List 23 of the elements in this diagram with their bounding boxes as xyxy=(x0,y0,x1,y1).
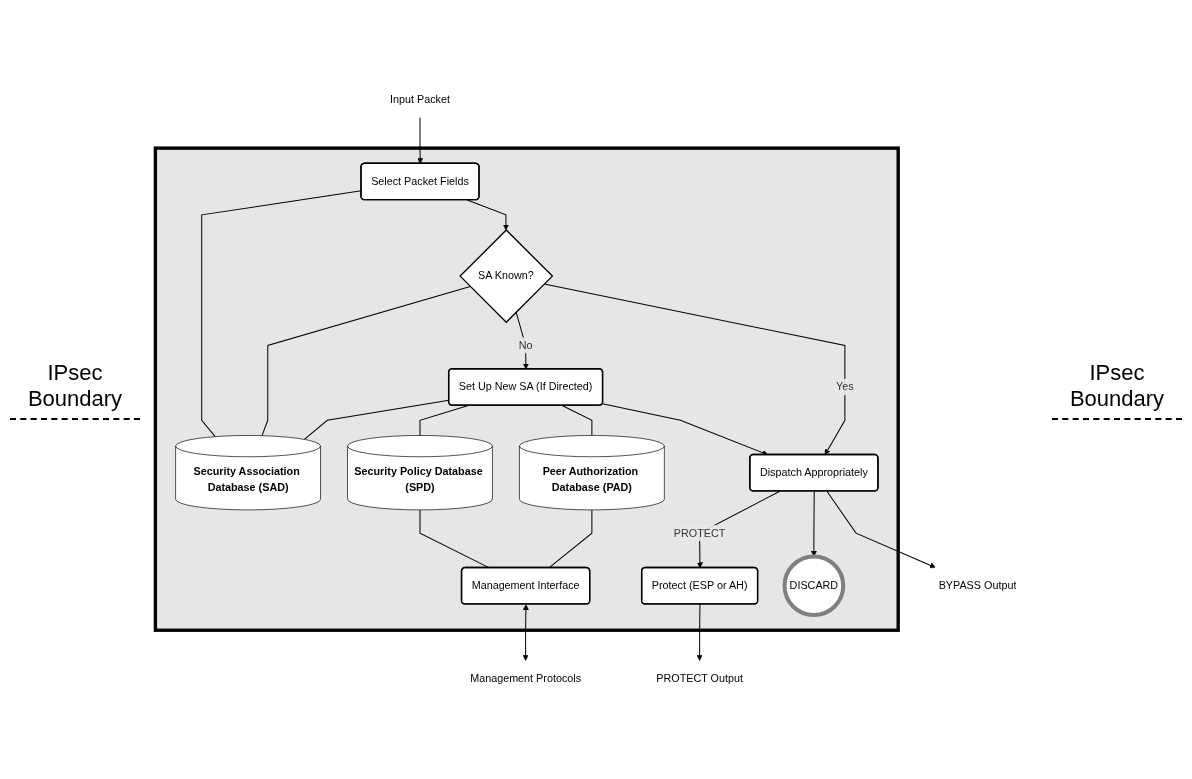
arrow xyxy=(601,403,769,456)
node-text: PROTECT Output xyxy=(656,673,743,685)
connector xyxy=(419,509,490,569)
arrow xyxy=(417,117,424,165)
connector xyxy=(261,286,471,437)
edge-label: Yes xyxy=(836,381,854,393)
node-text: Management Protocols xyxy=(470,673,582,685)
cluster xyxy=(153,146,900,633)
boundary-label: IPsec Boundary xyxy=(1068,359,1166,412)
node-diamond: SA Known? xyxy=(459,229,554,324)
arrow xyxy=(522,604,529,662)
node-text: Input Packet xyxy=(390,93,450,106)
node-circle: DISCARD xyxy=(782,554,846,618)
connector xyxy=(201,190,362,438)
connector xyxy=(548,509,593,569)
arrow xyxy=(515,311,529,370)
boundary-label: IPsec Boundary xyxy=(26,359,124,412)
edge-label: PROTECT xyxy=(673,527,726,539)
edge-label: No xyxy=(518,339,533,352)
connector xyxy=(561,405,593,437)
arrow xyxy=(696,604,703,662)
node-text: BYPASS Output xyxy=(938,579,1017,592)
arrow xyxy=(826,491,936,569)
